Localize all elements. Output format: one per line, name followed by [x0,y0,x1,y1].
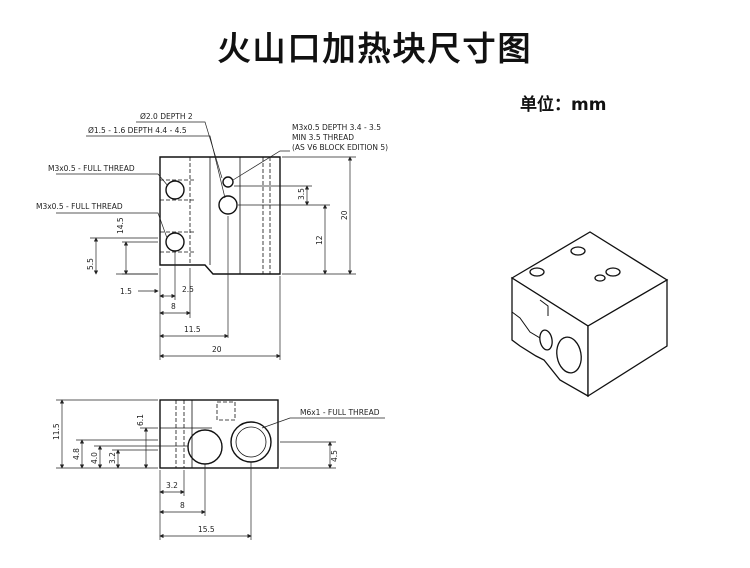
dim-2-5: 2.5 [182,285,194,294]
dim-5-5: 5.5 [86,258,95,270]
side-dim-11-5: 11.5 [52,423,61,440]
dim-1-5: 1.5 [120,287,132,296]
side-dim-4-5: 4.5 [330,450,339,462]
side-dim-3-2-vertical: 3.2 [108,452,117,464]
dim-20-width: 20 [212,345,222,354]
front-block-outline [159,156,281,275]
iso-top-hole-3 [594,274,606,282]
side-hole-small [187,429,223,465]
side-dim-4-0: 4.0 [90,452,99,464]
callout-hole-top: Ø2.0 DEPTH 2 [140,112,193,121]
side-view [159,399,279,469]
iso-side-hole-small [539,329,553,351]
iso-right-face [587,278,668,398]
callout-hole-mid: Ø1.5 - 1.6 DEPTH 4.4 - 4.5 [88,126,187,135]
dim-8: 8 [171,302,176,311]
callout-thread-right-2: MIN 3.5 THREAD [292,133,354,142]
side-dim-15-5: 15.5 [198,525,215,534]
callout-thread-right-1: M3x0.5 DEPTH 3.4 - 3.5 [292,123,381,132]
side-dim-4-8: 4.8 [72,448,81,460]
side-block-outline [159,399,279,469]
dim-11-5: 11.5 [184,325,201,334]
side-dim-3-2-horizontal: 3.2 [166,481,178,490]
iso-top-hole-1 [570,246,586,256]
front-hole-lower-left [165,232,185,252]
callout-thread-m6: M6x1 - FULL THREAD [300,408,380,417]
front-view [159,156,281,275]
dim-20-height: 20 [340,210,349,220]
side-dim-8: 8 [180,501,185,510]
side-hole-large [230,421,272,463]
iso-top-hole-2 [529,267,545,277]
front-hole-small [222,176,234,188]
dim-12: 12 [315,235,324,245]
front-hole-upper-left [165,180,185,200]
callout-thread-lower-left: M3x0.5 - FULL THREAD [36,202,123,211]
side-dim-6-1: 6.1 [136,414,145,426]
isometric-view [510,231,669,398]
iso-top-hole-4 [605,267,621,277]
dim-3-5: 3.5 [297,188,306,200]
front-hole-mid [218,195,238,215]
unit-label: 单位：mm [520,95,607,115]
iso-side-hole-large [556,336,582,374]
page-title: 火山口加热块尺寸图 [217,29,533,68]
dim-14-5: 14.5 [116,217,125,234]
callout-thread-upper-left: M3x0.5 - FULL THREAD [48,164,135,173]
callout-thread-right-3: (AS V6 BLOCK EDITION 5) [292,143,388,152]
